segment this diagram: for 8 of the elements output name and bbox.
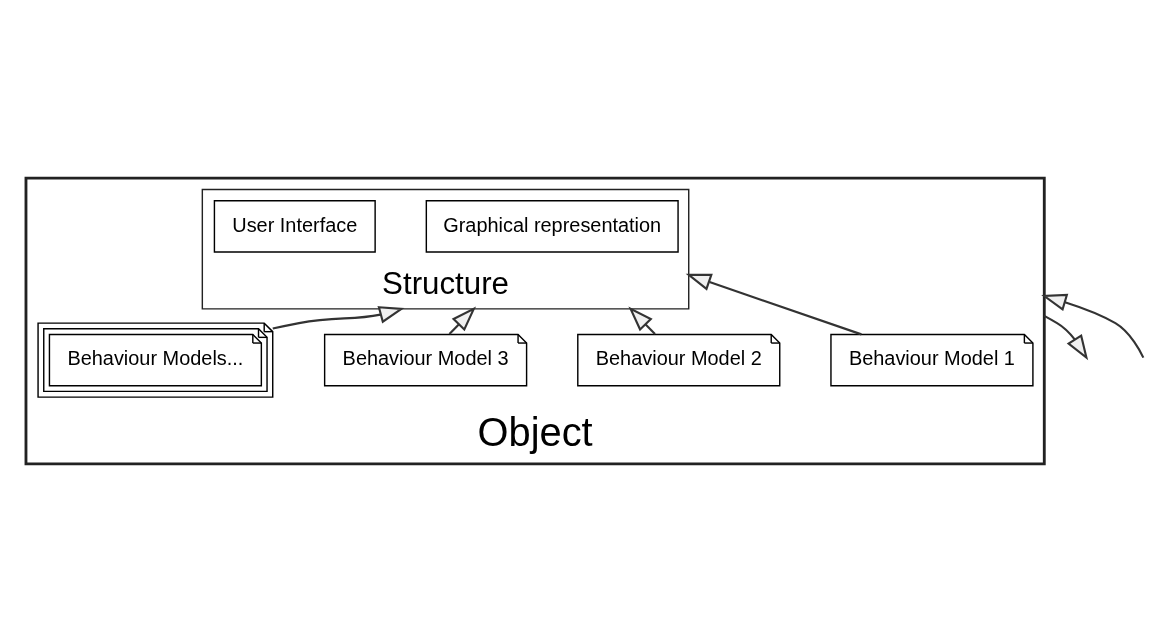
arrow [628,306,656,335]
node-box: Graphical representation [425,199,679,253]
arrow [272,305,405,330]
arrow [1043,314,1089,360]
arrow [1041,293,1145,358]
arrow [685,273,862,335]
node-box: User Interface [213,199,376,253]
arrow [448,306,477,335]
